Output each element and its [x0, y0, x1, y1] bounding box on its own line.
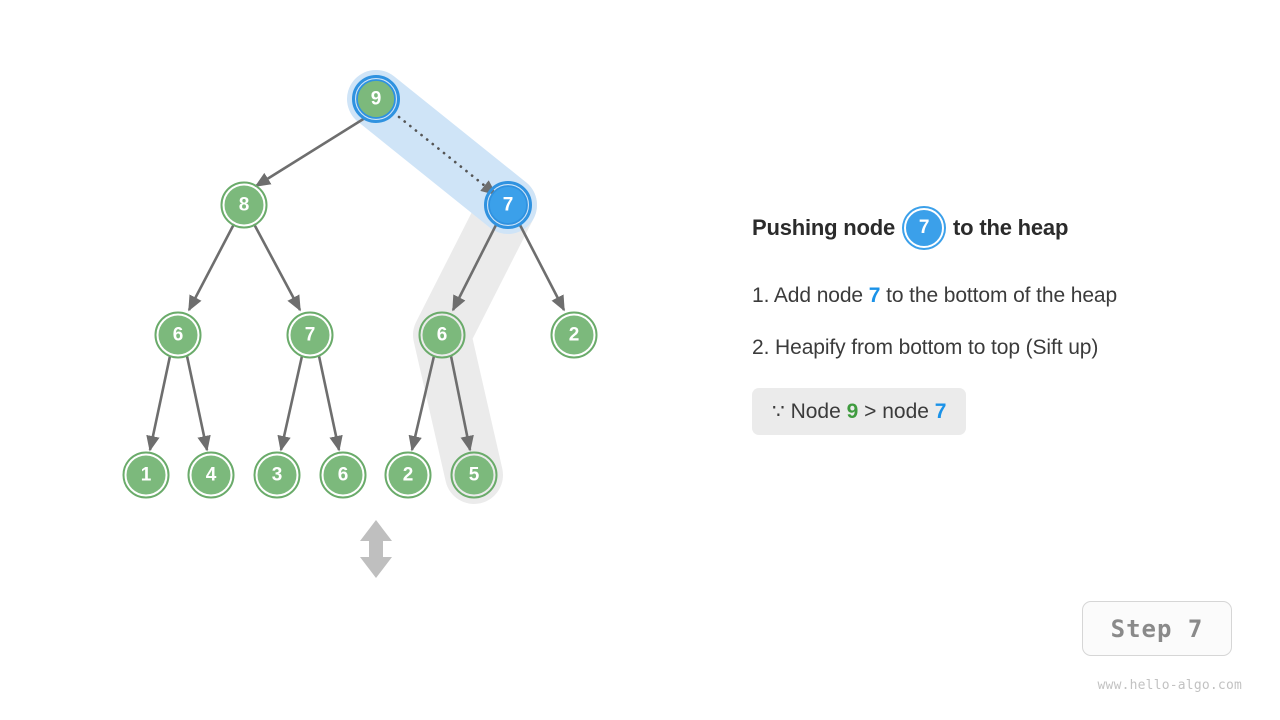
edge-n3-n8: [185, 355, 211, 452]
edge-n1-n4: [252, 223, 302, 312]
tree-node-label: 5: [469, 465, 480, 486]
tree-node-9-root[interactable]: 9: [352, 75, 400, 123]
step-1-value: 7: [868, 284, 881, 307]
tree-node-2-a[interactable]: 2: [550, 311, 598, 359]
tree-node-label: 8: [239, 195, 250, 216]
step-2-prefix: 2. Heapify from bottom to top (Sift up): [752, 336, 1099, 359]
heading-node-badge: 7: [904, 208, 945, 248]
tree-node-6-a[interactable]: 6: [154, 311, 202, 359]
tree-node-label: 6: [173, 325, 184, 346]
step-1-prefix: 1. Add node: [752, 284, 869, 307]
step-item-1: 1. Add node 7 to the bottom of the heap: [752, 284, 1222, 308]
heading-text-after: to the heap: [953, 215, 1069, 240]
step-badge: Step 7: [1082, 601, 1232, 656]
edge-n0-n1: [254, 116, 366, 188]
edge-n2-n6: [518, 224, 566, 312]
tree-node-label: 4: [206, 465, 217, 486]
because-symbol: ∵: [772, 401, 785, 423]
swap-arrow-dotted: [397, 115, 497, 196]
tree-edges: [146, 116, 566, 452]
tree-node-label: 2: [569, 325, 580, 346]
reason-box: ∵ Node 9 > node 7: [752, 388, 967, 435]
tree-array-link-arrow-icon: [360, 520, 392, 578]
panel-heading: Pushing node 7 to the heap: [752, 208, 1222, 248]
watermark: www.hello-algo.com: [1097, 678, 1242, 693]
tree-node-label: 2: [403, 465, 414, 486]
edge-n5-n11: [408, 355, 436, 452]
edge-n4-n10: [317, 355, 343, 452]
tree-node-8[interactable]: 8: [220, 181, 268, 229]
edge-n1-n3: [187, 223, 236, 312]
tree-node-label: 6: [437, 325, 448, 346]
tree-node-3[interactable]: 3: [253, 451, 301, 499]
tree-node-7-inserted[interactable]: 7: [484, 181, 532, 229]
explanation-panel: Pushing node 7 to the heap 1. Add node 7…: [752, 208, 1222, 435]
step-badge-label: Step 7: [1110, 614, 1204, 643]
step-item-2: 2. Heapify from bottom to top (Sift up): [752, 336, 1222, 360]
tree-node-5[interactable]: 5: [450, 451, 498, 499]
tree-node-label: 1: [141, 465, 152, 486]
reason-value-1: 9: [846, 400, 859, 423]
heading-node-badge-value: 7: [918, 217, 930, 238]
edge-n3-n7: [146, 355, 172, 452]
heap-tree-diagram: 9 8 7 6 7: [122, 70, 598, 578]
tree-node-label: 6: [338, 465, 349, 486]
tree-node-label: 9: [371, 89, 382, 110]
tree-node-label: 3: [272, 465, 283, 486]
tree-node-7-b[interactable]: 7: [286, 311, 334, 359]
heading-text-before: Pushing node: [752, 215, 896, 240]
tree-node-label: 7: [503, 195, 514, 216]
edge-n5-n12: [449, 355, 474, 452]
step-list: 1. Add node 7 to the bottom of the heap …: [752, 284, 1222, 435]
tree-node-label: 7: [305, 325, 316, 346]
tree-node-6-c[interactable]: 6: [319, 451, 367, 499]
edge-n4-n9: [277, 355, 304, 452]
tree-node-4[interactable]: 4: [187, 451, 235, 499]
tree-node-2-b[interactable]: 2: [384, 451, 432, 499]
reason-value-2: 7: [934, 400, 947, 423]
tree-node-6-b[interactable]: 6: [418, 311, 466, 359]
edge-n2-n5: [451, 224, 498, 312]
step-1-suffix: to the bottom of the heap: [880, 284, 1118, 307]
reason-text-2: > node: [858, 400, 935, 423]
tree-nodes: 9 8 7 6 7: [122, 75, 598, 499]
reason-text-1: Node: [784, 400, 847, 423]
tree-node-1[interactable]: 1: [122, 451, 170, 499]
